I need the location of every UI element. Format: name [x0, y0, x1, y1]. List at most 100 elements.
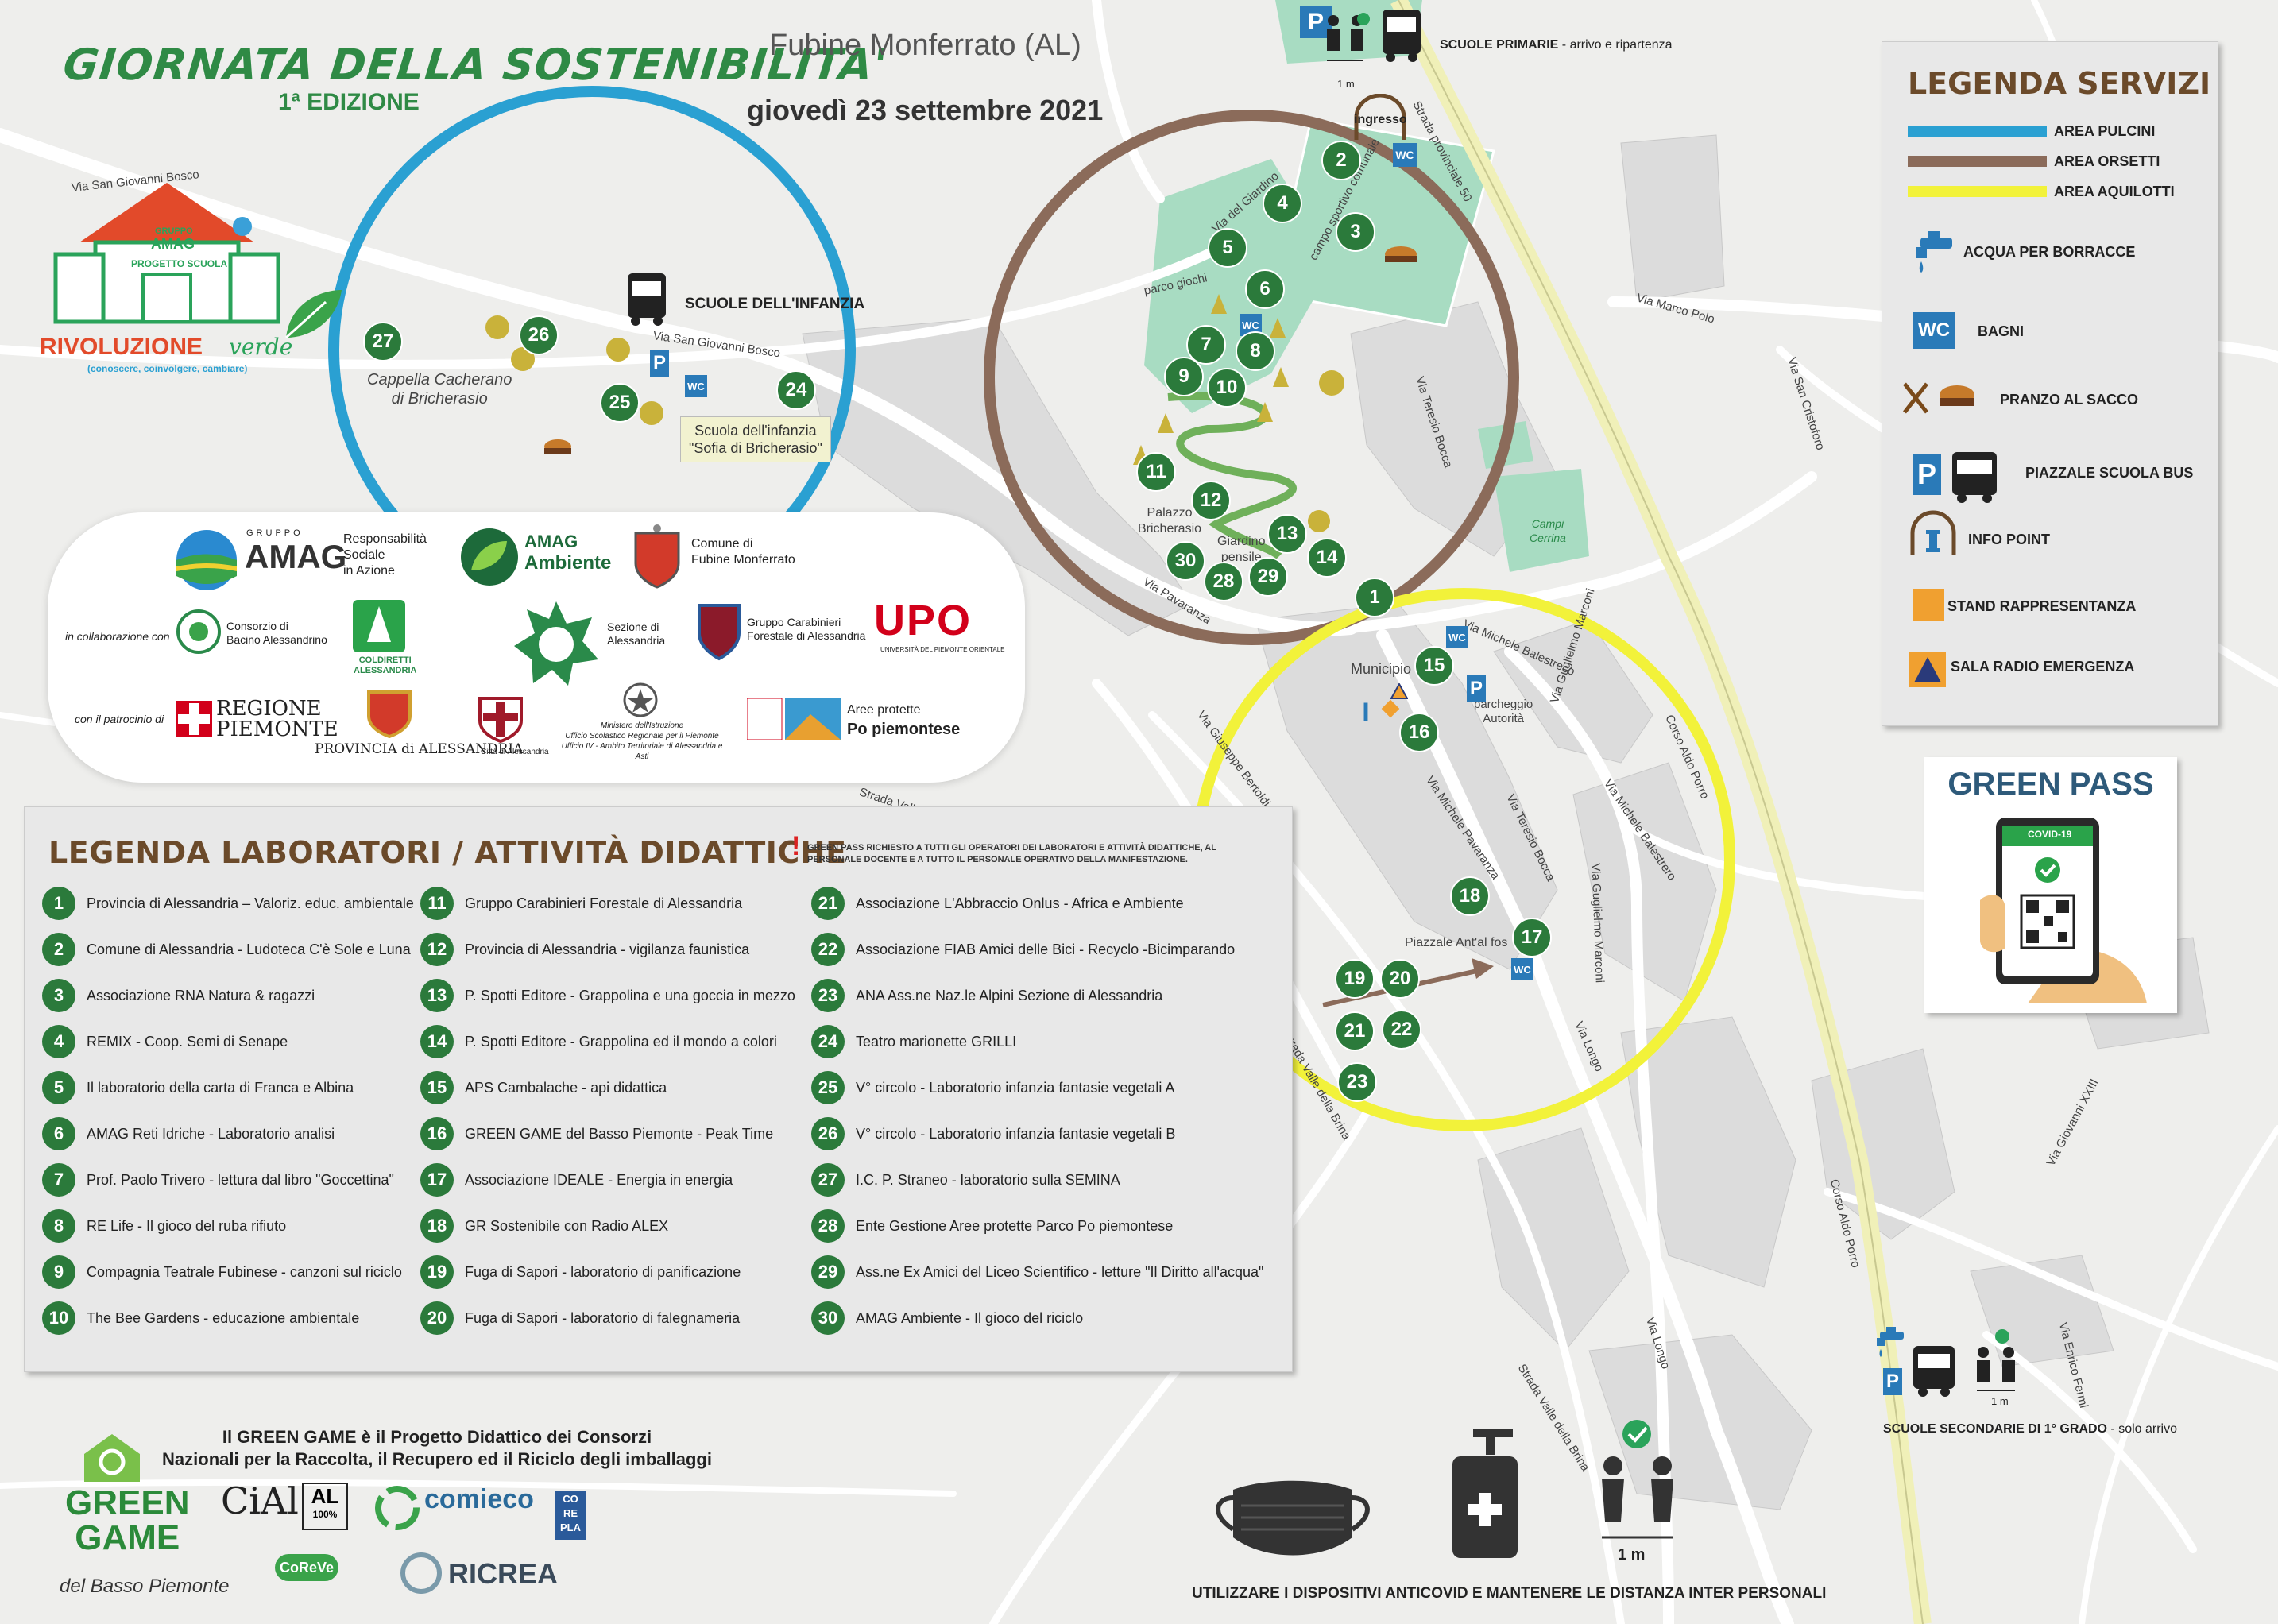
area-pulcini-swatch	[1908, 126, 2047, 137]
event-date: giovedì 23 settembre 2021	[747, 94, 1104, 126]
parcheggio-label: parcheggio Autorità	[1474, 698, 1533, 725]
people-distance-icon-secondarie	[1977, 1329, 2015, 1391]
lab-item-number: 26	[811, 1117, 845, 1150]
parking-icon-secondarie: P	[1883, 1368, 1902, 1395]
lunch-icon-campo	[1385, 246, 1417, 262]
bus-icon-infanzia	[628, 273, 666, 326]
legenda-servizi-panel: LEGENDA SERVIZI AREA PULCINI AREA ORSETT…	[1882, 41, 2218, 726]
scuole-secondarie-label: SCUOLE SECONDARIE DI 1° GRADO - solo arr…	[1883, 1422, 2177, 1436]
map-marker-5: 5	[1208, 228, 1247, 268]
map-marker-12: 12	[1191, 481, 1231, 520]
lab-item-number: 28	[811, 1209, 845, 1243]
alpini-logo-icon	[514, 601, 598, 686]
area-pulcini-label: AREA PULCINI	[2054, 123, 2156, 139]
lab-item-text: V° circolo - Laboratorio infanzia fantas…	[856, 1125, 1176, 1142]
lab-item-number: 25	[811, 1071, 845, 1104]
municipio-label: Municipio	[1351, 661, 1412, 677]
lab-item-text: P. Spotti Editore - Grappolina e una goc…	[465, 987, 795, 1003]
bus-icon-primarie	[1383, 10, 1421, 62]
comieco-recycle-icon	[375, 1486, 420, 1530]
map-marker-7: 7	[1186, 325, 1226, 365]
lab-item-text: GR Sostenibile con Radio ALEX	[465, 1217, 669, 1234]
green-pass-note: ! GREEN PASS RICHIESTO A TUTTI GLI OPERA…	[791, 833, 1252, 866]
event-edition: 1ª EDIZIONE	[278, 89, 420, 115]
lab-item-13: 13 P. Spotti Editore - Grappolina e una g…	[420, 979, 795, 1012]
lab-item-number: 19	[420, 1255, 454, 1289]
lab-item-number: 22	[811, 933, 845, 966]
scuola-infanzia-card: Scuola dell'infanzia "Sofia di Bricheras…	[680, 416, 831, 462]
green-game-logo: GREEN GAME	[65, 1486, 189, 1556]
water-tap-secondarie-icon	[1877, 1327, 1904, 1357]
lab-item-number: 5	[42, 1071, 75, 1104]
anticovid-text: UTILIZZARE I DISPOSITIVI ANTICOVID E MAN…	[1192, 1585, 1827, 1602]
lab-item-text: I.C. P. Straneo - laboratorio sulla SEMI…	[856, 1171, 1120, 1188]
map-marker-20: 20	[1380, 959, 1420, 999]
ricrea-logo: RICREA	[448, 1557, 559, 1590]
lab-item-text: Provincia di Alessandria – Valoriz. educ…	[87, 895, 414, 911]
comune-fubine-crest-icon	[634, 524, 680, 589]
acqua-label: ACQUA PER BORRACCE	[1963, 244, 2136, 260]
sala-radio-label: SALA RADIO EMERGENZA	[1951, 659, 2135, 675]
map-marker-27: 27	[363, 322, 403, 362]
aree-protette-logo-icon	[747, 698, 841, 740]
lab-item-number: 15	[420, 1071, 454, 1104]
scuole-primarie-label: SCUOLE PRIMARIE - arrivo e ripartenza	[1440, 38, 1673, 52]
map-marker-11: 11	[1136, 452, 1176, 492]
citta-alessandria-crest-icon	[478, 697, 523, 743]
lab-item-text: Associazione L'Abbraccio Onlus - Africa …	[856, 895, 1184, 911]
lab-item-number: 21	[811, 887, 845, 920]
lab-item-number: 1	[42, 887, 75, 920]
cial-logo: CiAl	[221, 1479, 299, 1522]
lab-item-number: 8	[42, 1209, 75, 1243]
green-pass-panel: GREEN PASS COVID-19	[1924, 757, 2177, 1013]
provincial-road-edge	[1398, 0, 1924, 1624]
logo-verde: verde	[229, 334, 293, 360]
distance-primarie: 1 m	[1337, 78, 1355, 90]
piazzale-label: Piazzale Ant'al fos	[1405, 936, 1508, 949]
lab-item-text: Fuga di Sapori - laboratorio di falegnam…	[465, 1309, 741, 1326]
upo-subtitle: UNIVERSITÀ DEL PIEMONTE ORIENTALE	[880, 646, 1005, 653]
warning-icon: !	[791, 831, 801, 861]
map-marker-28: 28	[1204, 562, 1243, 601]
legenda-laboratori-panel: LEGENDA LABORATORI / ATTIVITÀ DIDATTICHE…	[24, 806, 1293, 1372]
piazzale-bus-label: PIAZZALE SCUOLA BUS	[2025, 465, 2194, 481]
lab-item-text: AMAG Ambiente - Il gioco del riciclo	[856, 1309, 1084, 1326]
info-point-legend-icon	[1910, 510, 1956, 555]
map-marker-17: 17	[1512, 918, 1552, 957]
info-point-label: INFO POINT	[1968, 532, 2050, 547]
hand-sanitizer-icon	[1452, 1429, 1518, 1558]
alpini-text: Sezione di Alessandria	[607, 621, 666, 647]
map-marker-29: 29	[1248, 557, 1288, 597]
area-orsetti-circle	[984, 110, 1519, 645]
lunch-icon-infanzia	[544, 439, 571, 454]
logo-rivoluzione: RIVOLUZIONE	[40, 334, 203, 360]
ministero-text: Ministero dell'Istruzione Ufficio Scolas…	[561, 721, 723, 761]
lab-item-number: 13	[420, 979, 454, 1012]
green-game-logo-line1: GREEN	[65, 1483, 190, 1522]
lab-item-25: 25 V° circolo - Laboratorio infanzia fant…	[811, 1071, 1174, 1104]
provincia-text: PROVINCIA di ALESSANDRIA	[315, 741, 524, 757]
lab-item-number: 7	[42, 1163, 75, 1197]
school-house-icon	[53, 183, 280, 324]
wc-icon-ingresso: WC	[1393, 143, 1417, 167]
lab-item-text: V° circolo - Laboratorio infanzia fantas…	[856, 1079, 1175, 1096]
lab-item-text: GREEN GAME del Basso Piemonte - Peak Tim…	[465, 1125, 774, 1142]
lab-item-26: 26 V° circolo - Laboratorio infanzia fant…	[811, 1117, 1175, 1150]
map-marker-4: 4	[1263, 184, 1302, 223]
campi-label: Campi Cerrina	[1530, 517, 1566, 544]
amag-gruppo-name: AMAG	[245, 538, 347, 575]
amag-ambiente-top: AMAG	[524, 532, 578, 551]
map-marker-9: 9	[1164, 357, 1204, 396]
lab-item-number: 18	[420, 1209, 454, 1243]
